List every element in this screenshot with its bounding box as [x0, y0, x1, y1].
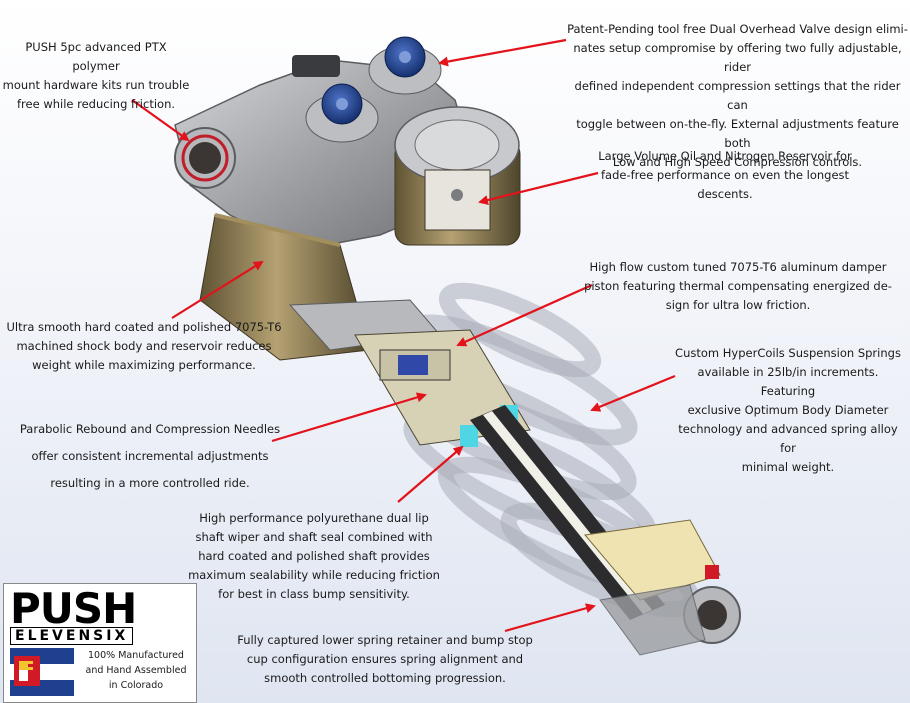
arrow-mount-hardware	[131, 99, 190, 142]
callout-shock-body: Ultra smooth hard coated and polished 70…	[6, 320, 282, 372]
colorado-flag-icon	[10, 648, 74, 696]
reservoir	[394, 106, 521, 246]
compression-knob-upper	[368, 36, 442, 95]
callout-shaft-seal: High performance polyurethane dual lip s…	[188, 511, 440, 601]
arrow-springs	[590, 374, 676, 412]
arrow-reservoir	[478, 171, 599, 205]
callout-arrows	[131, 38, 676, 633]
brand-wordmark: PUSH	[10, 584, 137, 633]
callout-springs: Custom HyperCoils Suspension Springs ava…	[675, 346, 901, 474]
push-logo-panel: PUSH ELEVENSIX 100% Manufactured and Han…	[3, 583, 197, 703]
sub-brand-wordmark: ELEVENSIX	[10, 627, 134, 645]
callout-reservoir: Large Volume Oil and Nitrogen Reservoir …	[598, 149, 852, 201]
arrow-shaft-seal	[397, 445, 464, 503]
compression-knob-lower	[305, 83, 379, 143]
arrow-damper-piston	[456, 283, 593, 347]
callout-dual-valve: Patent-Pending tool free Dual Overhead V…	[567, 22, 908, 169]
callout-needles: Parabolic Rebound and Compression Needle…	[19, 422, 281, 490]
arrow-shock-body	[171, 260, 264, 319]
arrow-needles	[271, 392, 427, 443]
made-in-colorado-note: 100% Manufactured and Hand Assembled in …	[85, 650, 187, 691]
callout-spring-retainer: Fully captured lower spring retainer and…	[237, 633, 533, 685]
callout-damper-piston: High flow custom tuned 7075-T6 aluminum …	[584, 260, 892, 312]
arrow-dual-valve	[438, 38, 567, 67]
arrow-spring-retainer	[504, 603, 596, 633]
lower-eyelet	[584, 519, 741, 656]
callout-mount-hardware: PUSH 5pc advanced PTX polymer mount hard…	[2, 40, 190, 111]
